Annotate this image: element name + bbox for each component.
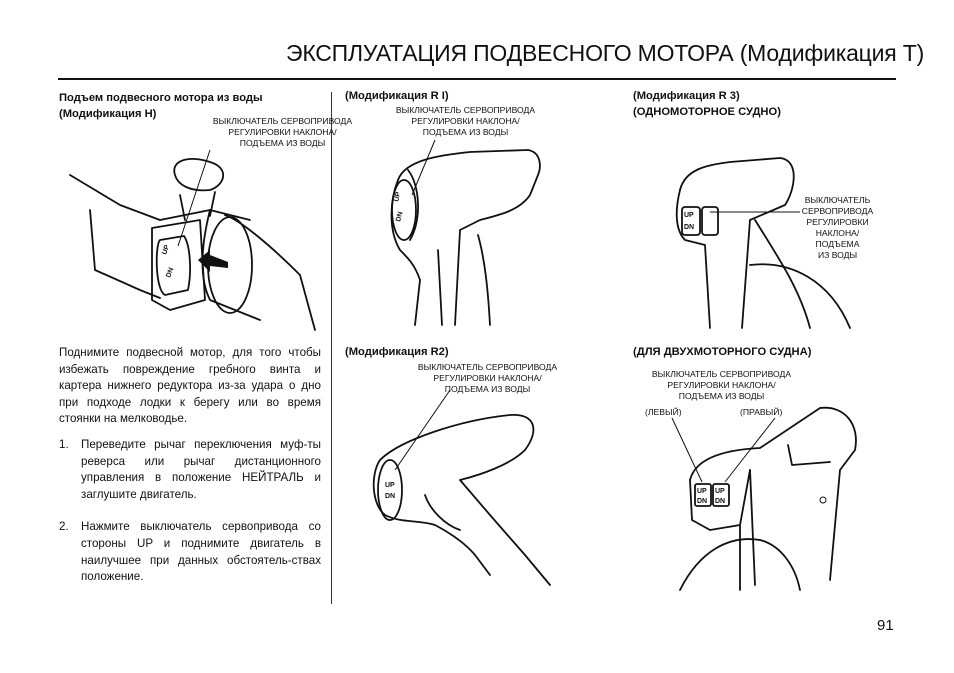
switch-up-text: UP [393, 191, 402, 203]
caption-line: РЕГУЛИРОВКИ [806, 217, 869, 227]
switch-up-text: UP [697, 488, 707, 495]
caption-line: НАКЛОНА/ [815, 228, 860, 238]
caption-line: ВЫКЛЮЧАТЕЛЬ СЕРВОПРИВОДА [651, 369, 792, 379]
caption-line: РЕГУЛИРОВКИ НАКЛОНА/ [667, 380, 776, 390]
section-r1-heading: (Модификация R I) [345, 90, 449, 102]
section-r3-heading-line2: (ОДНОМОТОРНОЕ СУДНО) [633, 106, 781, 118]
switch-dn-text: DN [385, 493, 395, 500]
caption-line: ПОДЪЕМА ИЗ ВОДЫ [239, 138, 326, 148]
header-rule [58, 78, 896, 80]
step-text: Нажмите выключатель сервопривода со стор… [81, 520, 321, 584]
switch-up-text: UP [385, 482, 395, 489]
section-r3-heading: (Модификация R 3) (ОДНОМОТОРНОЕ СУДНО) [633, 88, 781, 120]
caption-line: ВЫКЛЮЧАТЕЛЬ СЕРВОПРИВОДА [212, 116, 353, 126]
switch-dn-text: DN [395, 211, 404, 223]
caption-line: СЕРВОПРИВОДА [801, 206, 874, 216]
section-r2-caption: ВЫКЛЮЧАТЕЛЬ СЕРВОПРИВОДА РЕГУЛИРОВКИ НАК… [400, 362, 575, 395]
tiller-switch-illustration: UP DN [69, 149, 316, 331]
step-number: 1. [59, 438, 69, 451]
switch-dn-text: DN [165, 267, 175, 279]
column-divider [331, 92, 332, 604]
step-text: Переведите рычаг переключения муф-ты рев… [81, 438, 321, 501]
arrow-icon [198, 250, 228, 272]
section-h-heading: Подъем подвесного мотора из воды (Модифи… [59, 90, 263, 122]
caption-line: ИЗ ВОДЫ [817, 250, 858, 260]
caption-line: ВЫКЛЮЧАТЕЛЬ СЕРВОПРИВОДА [417, 362, 558, 372]
section-h-caption: ВЫКЛЮЧАТЕЛЬ СЕРВОПРИВОДА РЕГУЛИРОВКИ НАК… [195, 116, 370, 149]
section-twin-heading: (ДЛЯ ДВУХМОТОРНОГО СУДНА) [633, 346, 812, 358]
section-r1-caption: ВЫКЛЮЧАТЕЛЬ СЕРВОПРИВОДА РЕГУЛИРОВКИ НАК… [378, 105, 553, 138]
step-number: 2. [59, 520, 69, 534]
section-h-heading-line1: Подъем подвесного мотора из воды [59, 92, 263, 104]
caption-line: ПОДЪЕМА ИЗ ВОДЫ [678, 391, 765, 401]
switch-up-text: UP [715, 488, 725, 495]
caption-line: ПОДЪЕМА ИЗ ВОДЫ [422, 127, 509, 137]
remote-control-r1-illustration: UP DN [390, 139, 541, 326]
caption-line: ВЫКЛЮЧАТЕЛЬ [804, 195, 871, 205]
switch-dn-text: DN [715, 498, 725, 505]
switch-dn-text: DN [684, 224, 694, 231]
section-r2-heading: (Модификация R2) [345, 346, 449, 358]
caption-line: РЕГУЛИРОВКИ НАКЛОНА/ [433, 373, 542, 383]
section-r3-heading-line1: (Модификация R 3) [633, 90, 740, 102]
page-title: ЭКСПЛУАТАЦИЯ ПОДВЕСНОГО МОТОРА (Модифика… [286, 40, 925, 66]
caption-line: РЕГУЛИРОВКИ НАКЛОНА/ [228, 127, 337, 137]
right-label: (ПРАВЫЙ) [740, 407, 783, 417]
caption-line: ПОДЪЕМА ИЗ ВОДЫ [444, 384, 531, 394]
caption-line: ВЫКЛЮЧАТЕЛЬ СЕРВОПРИВОДА [395, 105, 536, 115]
switch-dn-text: DN [697, 498, 707, 505]
section-twin-caption: ВЫКЛЮЧАТЕЛЬ СЕРВОПРИВОДА РЕГУЛИРОВКИ НАК… [634, 369, 809, 402]
steps-list: 1. Переведите рычаг переключения муф-ты … [59, 437, 321, 602]
remote-control-r2-illustration: UP DN [372, 389, 551, 586]
section-h-heading-line2: (Модификация Н) [59, 108, 157, 120]
intro-paragraph: Поднимите подвесной мотор, для того чтоб… [59, 346, 321, 426]
page-number: 91 [877, 617, 894, 634]
switch-up-text: UP [161, 244, 171, 256]
caption-line: РЕГУЛИРОВКИ НАКЛОНА/ [411, 116, 520, 126]
switch-up-text: UP [684, 212, 694, 219]
list-item: 2. Нажмите выключатель сервопривода со с… [59, 519, 321, 585]
remote-control-r3-illustration: UP DN [675, 157, 851, 329]
section-r3-caption: ВЫКЛЮЧАТЕЛЬ СЕРВОПРИВОДА РЕГУЛИРОВКИ НАК… [795, 195, 880, 261]
list-item: 1. Переведите рычаг переключения муф-ты … [59, 437, 321, 503]
caption-line: ПОДЪЕМА [815, 239, 860, 249]
remote-control-twin-illustration: UP DN UP DN [671, 406, 857, 591]
left-label: (ЛЕВЫЙ) [645, 407, 682, 417]
